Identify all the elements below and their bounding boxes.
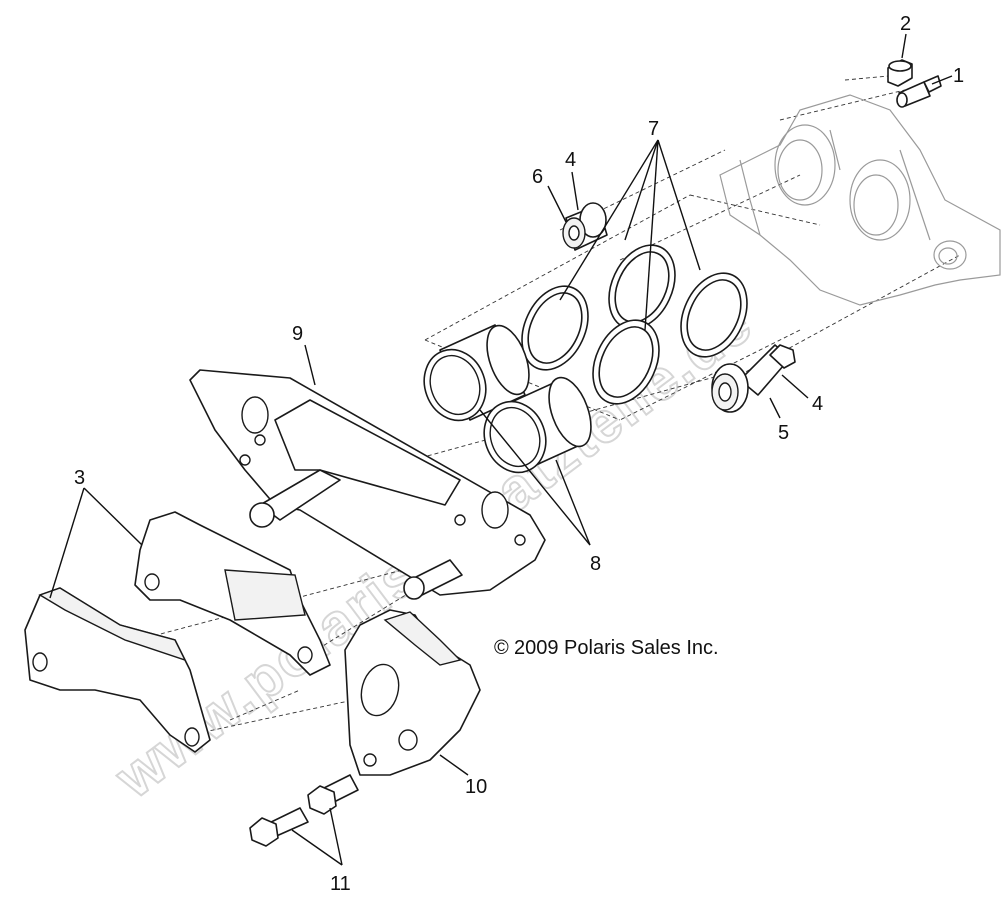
callout-3: 3 [74,467,85,489]
copyright-text: 2009 Polaris Sales Inc. [514,637,719,659]
callout-1: 1 [953,65,964,87]
pistons [423,324,592,474]
leader-lines [49,33,953,866]
callout-4-top: 4 [565,149,576,171]
callout-2: 2 [900,13,911,35]
mounting-bolts [249,774,359,847]
callout-11: 11 [330,873,351,895]
brake-pad-outer [24,587,211,753]
callout-9: 9 [292,323,303,345]
callout-5: 5 [778,422,789,444]
callout-8: 8 [590,553,601,575]
caliper-housing [719,94,1001,306]
bleeder-cap [887,59,913,87]
callout-6: 6 [532,166,543,188]
caliper-bracket [189,369,546,600]
copyright-notice: © 2009 Polaris Sales Inc. [494,637,719,659]
brake-pad-inner [134,511,331,676]
piston-seals [521,244,748,405]
callout-7: 7 [648,118,659,140]
callout-10: 10 [465,776,487,798]
guide-pin [711,344,796,413]
callout-4-right: 4 [812,393,823,415]
pin-boot-small [562,202,608,251]
callout-numbers: 1 2 3 4 4 5 6 7 8 9 10 11 [74,13,964,895]
pad-retainer [344,609,481,776]
copyright-symbol: © [494,637,509,659]
